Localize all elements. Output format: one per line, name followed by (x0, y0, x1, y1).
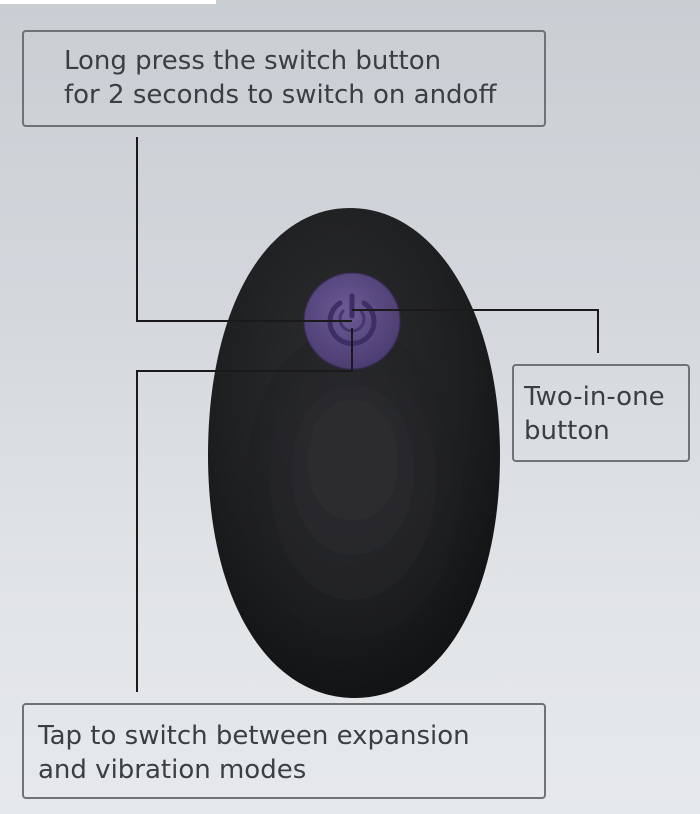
callout-tap: Tap to switch between expansion and vibr… (22, 703, 546, 799)
body-contour-inner (292, 385, 414, 555)
leader-line-long-press (136, 137, 352, 322)
callout-long-press: Long press the switch button for 2 secon… (22, 30, 546, 127)
callout-two-in-one-line1: Two-in-one (524, 382, 665, 412)
leader-line-two-in-one (352, 309, 599, 353)
leader-line-tap (136, 328, 353, 692)
leader-lines (136, 137, 599, 692)
callout-long-press-line2: for 2 seconds to switch on andoff (64, 80, 497, 110)
callout-two-in-one-line2: button (524, 416, 610, 446)
callout-tap-line2: and vibration modes (38, 755, 307, 785)
top-white-strip (0, 0, 216, 4)
callout-long-press-line1: Long press the switch button (64, 46, 442, 76)
device-body (208, 208, 500, 698)
callout-two-in-one: Two-in-one button (512, 364, 690, 462)
body-contour-core (308, 400, 398, 520)
callout-tap-line1: Tap to switch between expansion (38, 721, 470, 751)
